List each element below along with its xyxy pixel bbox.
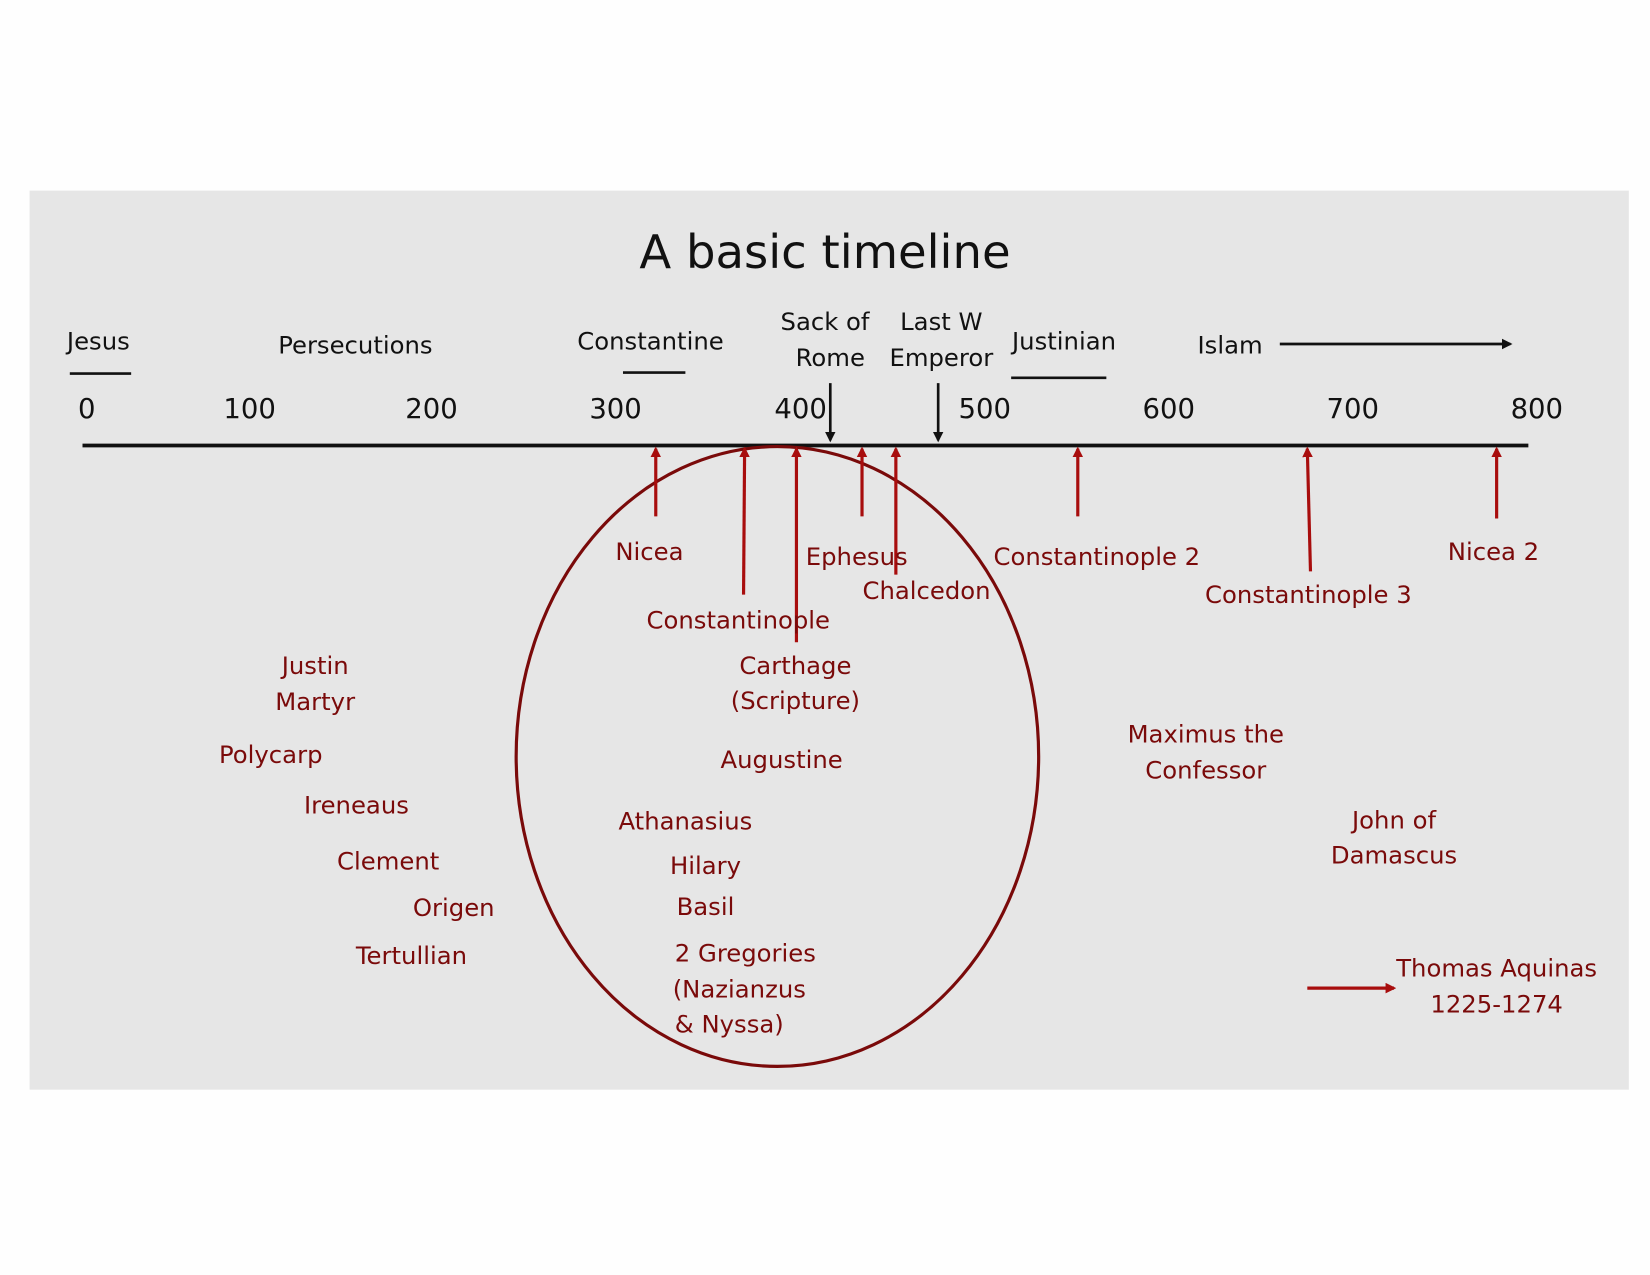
figure-label: John of	[1350, 805, 1437, 834]
axis-ticks: 0 100 200 300 400 500 600 700 800	[78, 393, 1563, 425]
underlines	[69, 371, 1107, 380]
events: Jesus Persecutions Constantine Sack of R…	[65, 307, 1263, 372]
figure-label: Polycarp	[219, 740, 323, 769]
event-sack-line1: Sack of	[781, 307, 871, 336]
event-last-emperor-line1: Last W	[900, 307, 982, 336]
figure-label: Origen	[413, 893, 495, 922]
tick-label: 300	[589, 393, 642, 425]
tick-label: 800	[1511, 393, 1564, 425]
event-justinian: Justinian	[1010, 326, 1116, 355]
event-persecutions: Persecutions	[278, 331, 432, 360]
figures: Justin Martyr Polycarp Ireneaus Clement …	[219, 651, 1597, 1039]
tick-label: 500	[958, 393, 1011, 425]
event-jesus: Jesus	[65, 326, 130, 355]
figure-label: Tertullian	[355, 941, 467, 970]
figure-label: Martyr	[275, 687, 355, 716]
figure-label: Augustine	[721, 745, 843, 774]
figure-label: 2 Gregories	[675, 939, 816, 968]
figure-label: Confessor	[1145, 756, 1266, 785]
figure-label: Basil	[677, 892, 735, 921]
tick-label: 0	[78, 393, 96, 425]
tick-label: 200	[405, 393, 458, 425]
tick-label: 700	[1327, 393, 1379, 425]
council-label: Nicea 2	[1448, 537, 1539, 566]
council-arrows	[650, 446, 1502, 643]
council-label: Carthage	[739, 651, 851, 680]
figure-label: Maximus the	[1128, 720, 1284, 749]
council-label: (Scripture)	[731, 686, 860, 715]
event-sack-line2: Rome	[796, 343, 865, 372]
figure-label: (Nazianzus	[673, 975, 806, 1004]
figure-label: Ireneaus	[304, 791, 409, 820]
title: A basic timeline	[639, 225, 1010, 279]
figure-label: Clement	[337, 847, 439, 876]
council-label: Ephesus	[806, 542, 908, 571]
council-label: Chalcedon	[862, 576, 990, 605]
figure-label: Thomas Aquinas	[1395, 953, 1597, 982]
highlight-ellipse	[514, 445, 1041, 1068]
event-last-emperor-line2: Emperor	[889, 343, 993, 372]
council-label: Constantinople 3	[1205, 580, 1412, 609]
diagram-background	[29, 190, 1629, 1090]
figure-label: Athanasius	[618, 806, 752, 835]
tick-label: 400	[774, 393, 827, 425]
councils: Nicea Constantinople Carthage (Scripture…	[615, 537, 1539, 715]
figure-label: & Nyssa)	[675, 1010, 784, 1039]
figure-label: Hilary	[670, 851, 741, 880]
event-islam: Islam	[1198, 331, 1263, 360]
council-label: Constantinople 2	[993, 542, 1200, 571]
tick-label: 600	[1143, 393, 1195, 425]
figure-label: 1225-1274	[1430, 989, 1563, 1018]
tick-label: 100	[223, 393, 276, 425]
figure-label: Justin	[280, 651, 349, 680]
figure-label: Damascus	[1331, 840, 1457, 869]
event-constantine: Constantine	[577, 326, 723, 355]
council-label: Nicea	[615, 537, 683, 566]
council-label: Constantinople	[647, 606, 830, 635]
